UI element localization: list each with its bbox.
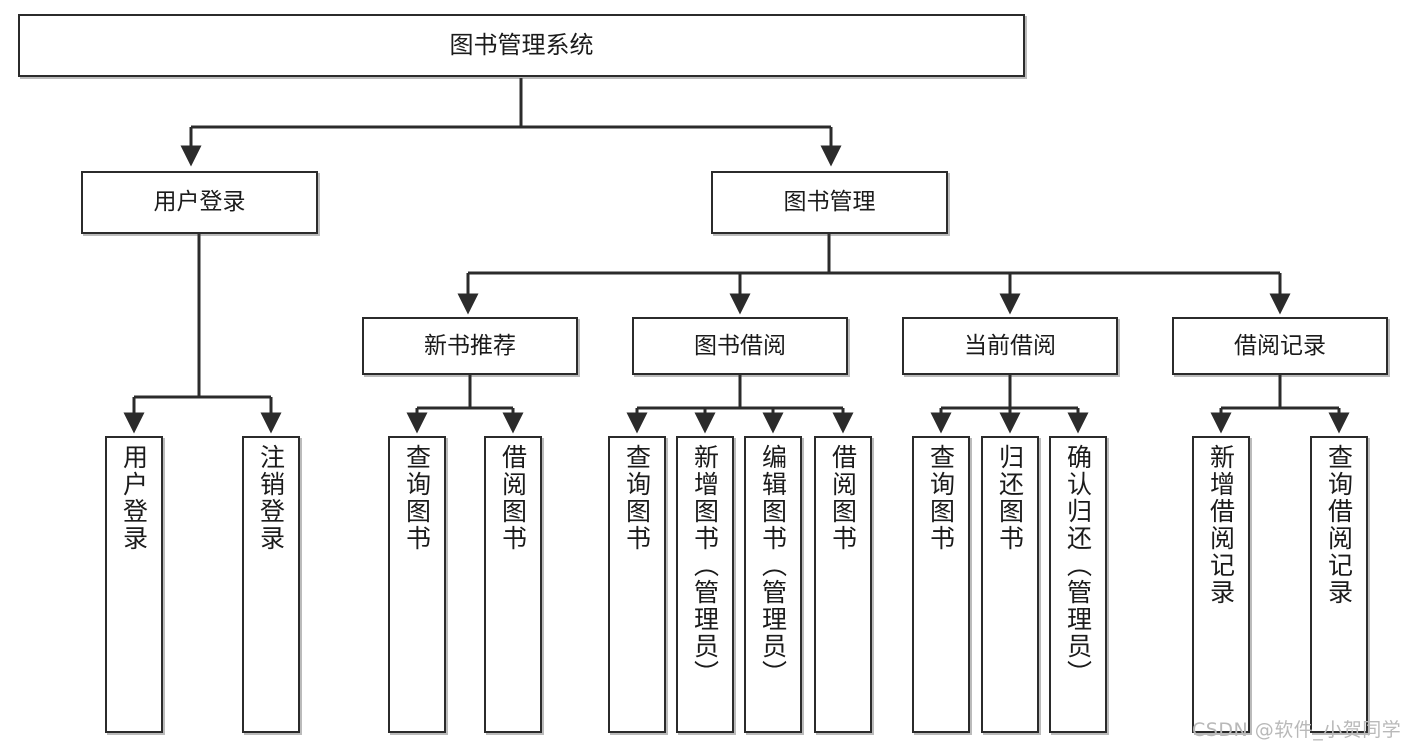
leaf-current-return-book[interactable]: 归还图书 — [981, 436, 1039, 733]
leaf-borrow-borrow-book[interactable]: 借阅图书 — [814, 436, 872, 733]
node-label: 注销登录 — [256, 444, 286, 552]
node-label: 新增借阅记录 — [1206, 444, 1236, 606]
leaf-current-confirm-return-admin[interactable]: 确认归还（管理员） — [1049, 436, 1107, 733]
node-user-login[interactable]: 用户登录 — [81, 171, 318, 234]
csdn-watermark: CSDN @软件_小贺同学 — [1192, 719, 1402, 741]
leaf-recommend-borrow-book[interactable]: 借阅图书 — [484, 436, 542, 733]
node-label: 当前借阅 — [964, 332, 1056, 359]
node-label: 新书推荐 — [424, 332, 516, 359]
node-label: 图书管理 — [783, 189, 876, 216]
node-current-borrow[interactable]: 当前借阅 — [902, 317, 1118, 375]
node-label: 查询图书 — [622, 444, 652, 552]
leaf-user-logout[interactable]: 注销登录 — [242, 436, 300, 733]
leaf-borrow-edit-book-admin[interactable]: 编辑图书（管理员） — [744, 436, 802, 733]
leaf-recommend-query-book[interactable]: 查询图书 — [388, 436, 446, 733]
node-root-system[interactable]: 图书管理系统 — [18, 14, 1025, 77]
leaf-record-query-record[interactable]: 查询借阅记录 — [1310, 436, 1368, 733]
node-label: 图书借阅 — [694, 332, 786, 359]
node-borrow-record[interactable]: 借阅记录 — [1172, 317, 1388, 375]
node-label: 查询图书 — [402, 444, 432, 552]
leaf-user-login[interactable]: 用户登录 — [105, 436, 163, 733]
leaf-borrow-query-book[interactable]: 查询图书 — [608, 436, 666, 733]
node-new-book-recommend[interactable]: 新书推荐 — [362, 317, 578, 375]
node-label: 用户登录 — [153, 189, 246, 216]
node-label: 借阅记录 — [1234, 332, 1326, 359]
node-label: 图书管理系统 — [449, 30, 594, 59]
node-label: 编辑图书（管理员） — [758, 444, 788, 687]
node-label: 借阅图书 — [828, 444, 858, 552]
node-label: 新增图书（管理员） — [690, 444, 720, 687]
node-label: 查询图书 — [926, 444, 956, 552]
node-label: 归还图书 — [995, 444, 1025, 552]
leaf-borrow-add-book-admin[interactable]: 新增图书（管理员） — [676, 436, 734, 733]
node-book-management[interactable]: 图书管理 — [711, 171, 948, 234]
leaf-record-add-record[interactable]: 新增借阅记录 — [1192, 436, 1250, 733]
leaf-current-query-book[interactable]: 查询图书 — [912, 436, 970, 733]
node-book-borrow[interactable]: 图书借阅 — [632, 317, 848, 375]
node-label: 借阅图书 — [498, 444, 528, 552]
node-label: 查询借阅记录 — [1324, 444, 1354, 606]
node-label: 确认归还（管理员） — [1063, 444, 1093, 687]
node-label: 用户登录 — [119, 444, 149, 552]
